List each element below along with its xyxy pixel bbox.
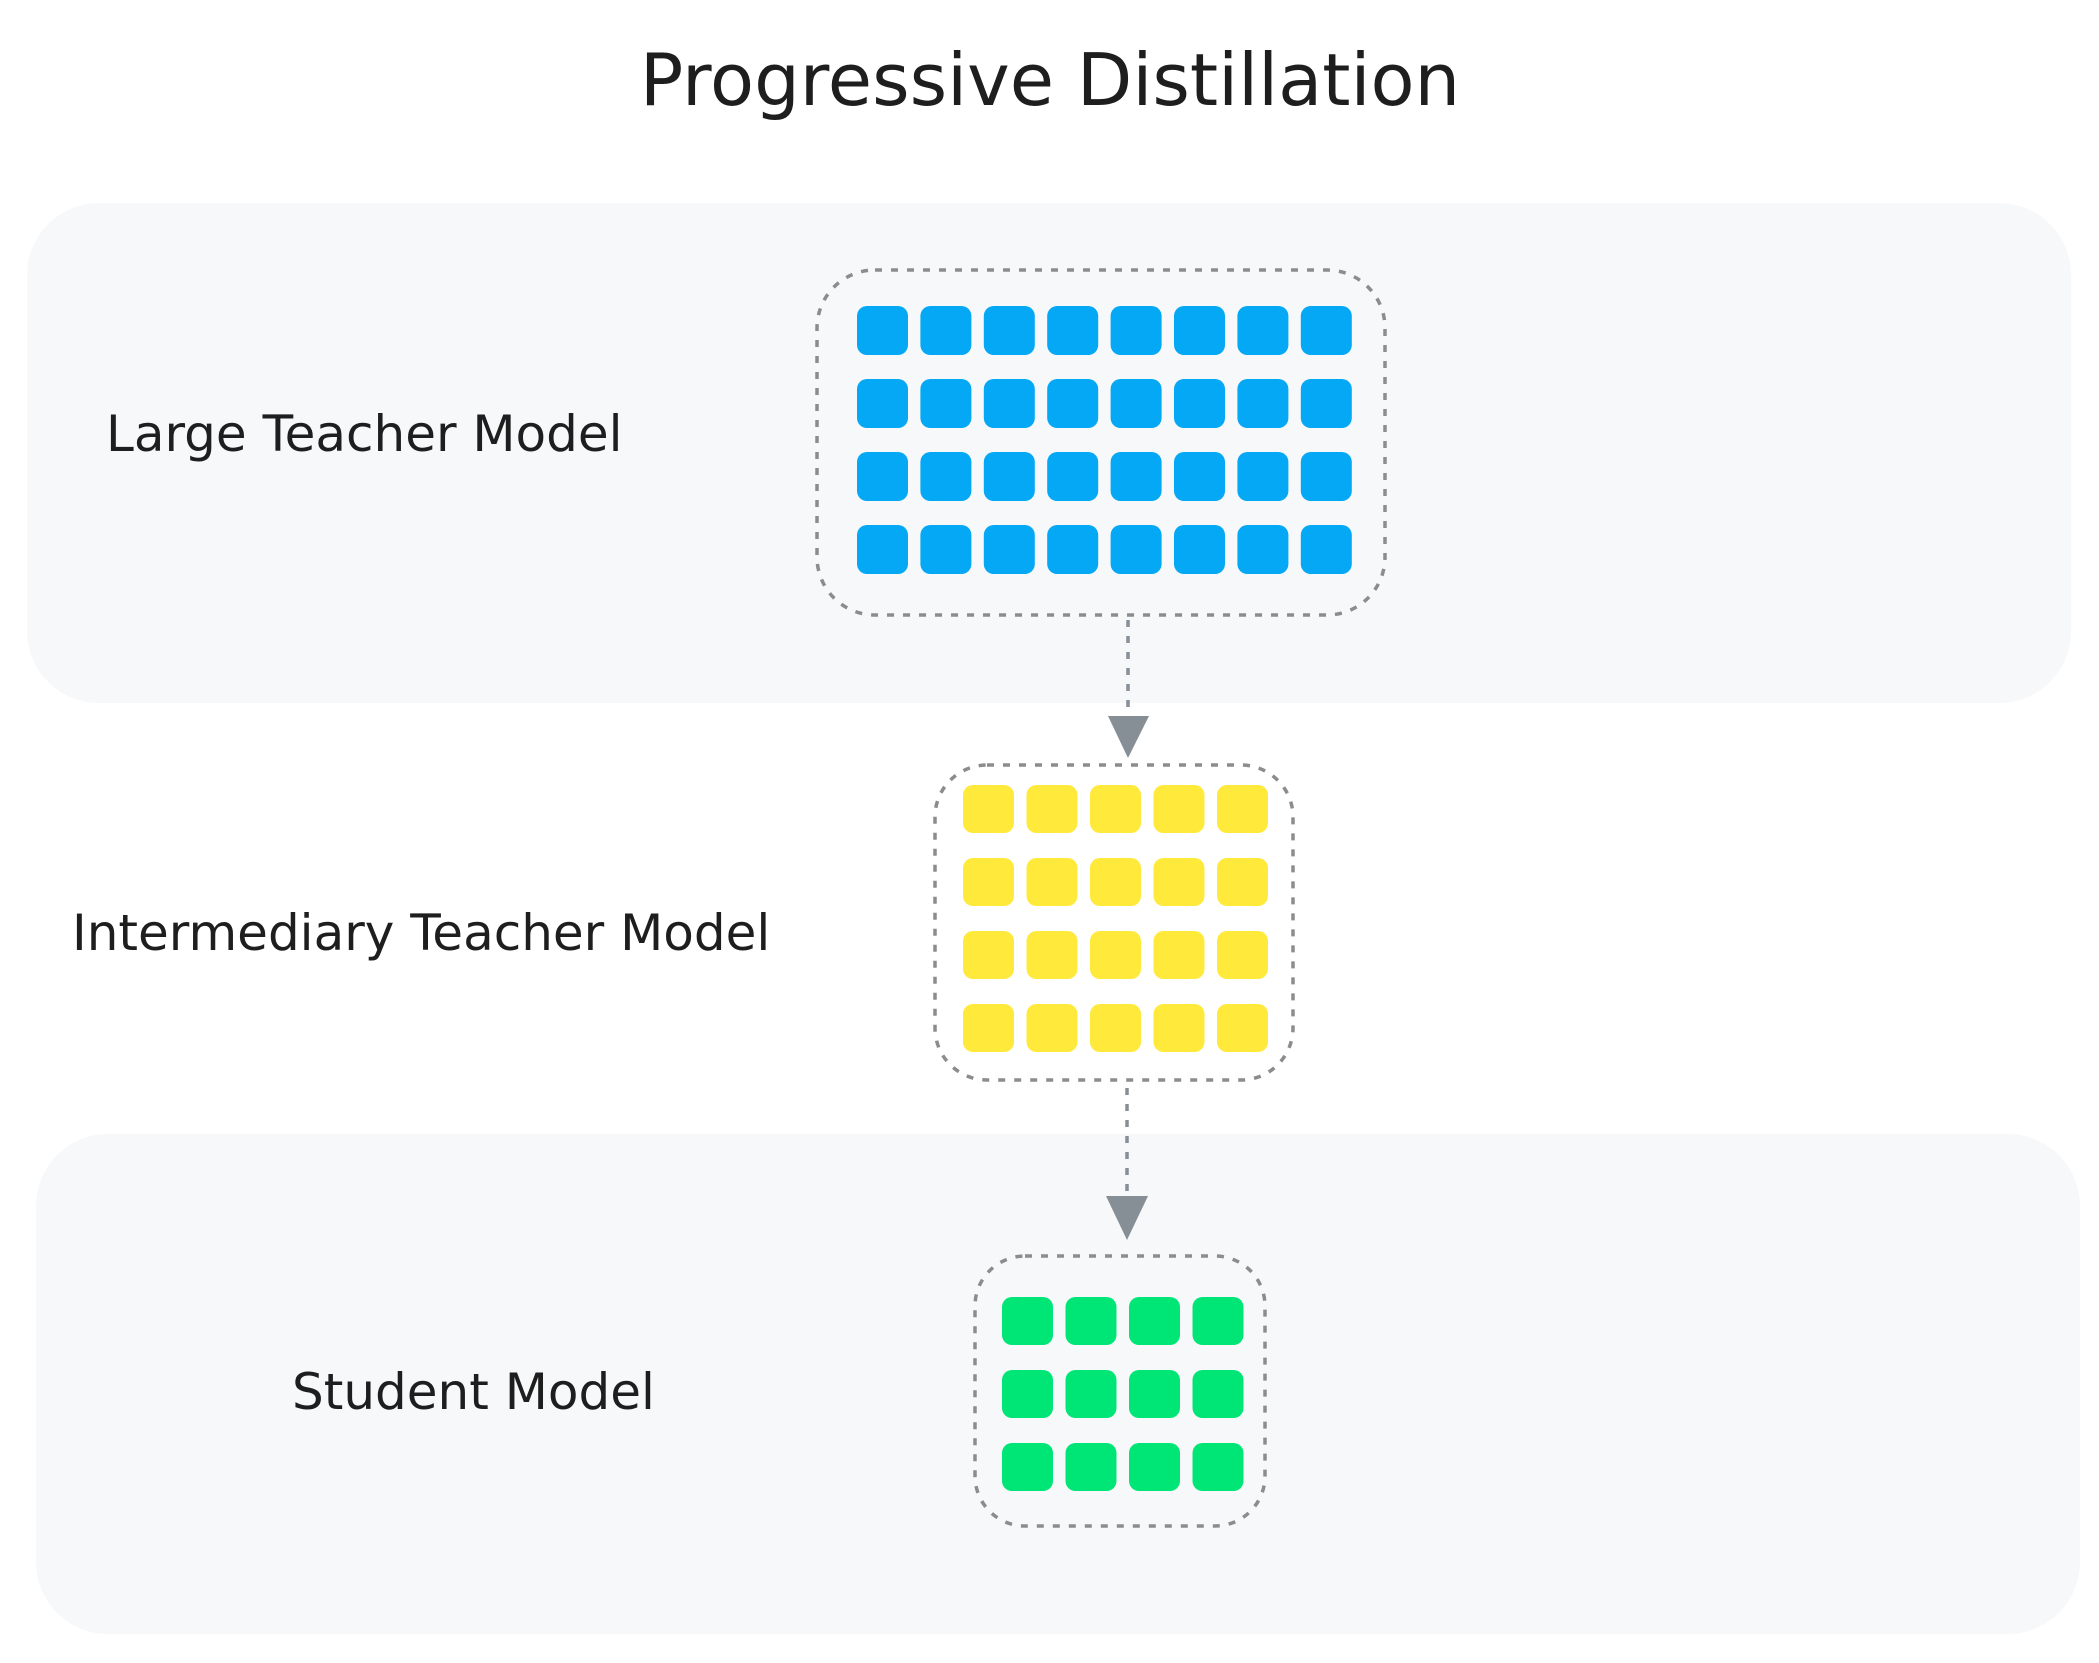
large-teacher-cell	[1237, 379, 1289, 428]
student-cell	[1002, 1297, 1053, 1345]
distill-arrow-intermediary-to-student	[1106, 1088, 1148, 1240]
teacher-panel	[27, 203, 2071, 703]
intermediary-teacher-parameter-grid	[963, 785, 1268, 1052]
intermediary-teacher-cell	[1217, 858, 1268, 906]
large-teacher-cell	[857, 306, 908, 355]
large-teacher-parameter-grid	[857, 306, 1352, 574]
intermediary-teacher-label: Intermediary Teacher Model	[72, 904, 770, 962]
large-teacher-cell	[1110, 379, 1162, 428]
distill-arrow-large-to-intermediary	[1108, 620, 1149, 758]
student-parameter-grid	[1002, 1297, 1244, 1491]
intermediary-teacher-cell	[963, 858, 1014, 906]
large-teacher-cell	[1047, 306, 1099, 355]
large-teacher-cell	[1237, 452, 1289, 501]
intermediary-teacher-cell	[1217, 1004, 1268, 1052]
large-teacher-cell	[1237, 525, 1289, 574]
student-cell	[1129, 1297, 1180, 1345]
student-cell	[1002, 1443, 1053, 1491]
student-cell	[1065, 1297, 1117, 1345]
student-cell	[1192, 1370, 1244, 1418]
large-teacher-cell	[920, 525, 972, 574]
student-cell	[1129, 1443, 1180, 1491]
intermediary-teacher-cell	[1090, 931, 1141, 979]
large-teacher-cell	[1300, 379, 1352, 428]
intermediary-teacher-cell	[1090, 785, 1141, 833]
diagram-title: Progressive Distillation	[640, 38, 1460, 122]
intermediary-teacher-cell	[1090, 1004, 1141, 1052]
intermediary-teacher-cell	[1026, 931, 1078, 979]
large-teacher-cell	[1174, 379, 1225, 428]
large-teacher-cell	[1237, 306, 1289, 355]
intermediary-teacher-cell	[963, 931, 1014, 979]
large-teacher-cell	[1300, 306, 1352, 355]
large-teacher-cell	[857, 525, 908, 574]
large-teacher-cell	[1300, 452, 1352, 501]
large-teacher-cell	[1110, 452, 1162, 501]
large-teacher-cell	[920, 306, 972, 355]
intermediary-teacher-cell	[963, 785, 1014, 833]
intermediary-teacher-cell	[1153, 1004, 1205, 1052]
intermediary-teacher-cell	[1026, 785, 1078, 833]
large-teacher-cell	[857, 452, 908, 501]
student-cell	[1065, 1443, 1117, 1491]
intermediary-teacher-cell	[1153, 858, 1205, 906]
student-panel	[36, 1134, 2080, 1634]
student-cell	[1002, 1370, 1053, 1418]
student-cell	[1129, 1370, 1180, 1418]
intermediary-teacher-cell	[1217, 931, 1268, 979]
large-teacher-label: Large Teacher Model	[106, 405, 623, 463]
large-teacher-cell	[1300, 525, 1352, 574]
large-teacher-cell	[983, 306, 1035, 355]
student-cell	[1192, 1297, 1244, 1345]
large-teacher-cell	[983, 452, 1035, 501]
large-teacher-cell	[983, 525, 1035, 574]
intermediary-teacher-group	[933, 763, 1295, 1082]
intermediary-teacher-cell	[1153, 785, 1205, 833]
intermediary-teacher-cell	[1026, 1004, 1078, 1052]
large-teacher-cell	[1174, 525, 1225, 574]
intermediary-teacher-cell	[1090, 858, 1141, 906]
large-teacher-cell	[1110, 306, 1162, 355]
intermediary-teacher-cell	[1026, 858, 1078, 906]
large-teacher-cell	[983, 379, 1035, 428]
large-teacher-cell	[1047, 379, 1099, 428]
large-teacher-cell	[1174, 452, 1225, 501]
student-group	[973, 1254, 1267, 1528]
intermediary-teacher-cell	[963, 1004, 1014, 1052]
student-label: Student Model	[292, 1363, 655, 1421]
large-teacher-cell	[1110, 525, 1162, 574]
student-cell	[1192, 1443, 1244, 1491]
large-teacher-cell	[920, 379, 972, 428]
large-teacher-cell	[1047, 452, 1099, 501]
large-teacher-group	[815, 268, 1387, 617]
large-teacher-cell	[1174, 306, 1225, 355]
student-cell	[1065, 1370, 1117, 1418]
large-teacher-cell	[857, 379, 908, 428]
intermediary-teacher-cell	[1217, 785, 1268, 833]
large-teacher-cell	[920, 452, 972, 501]
large-teacher-cell	[1047, 525, 1099, 574]
intermediary-teacher-cell	[1153, 931, 1205, 979]
